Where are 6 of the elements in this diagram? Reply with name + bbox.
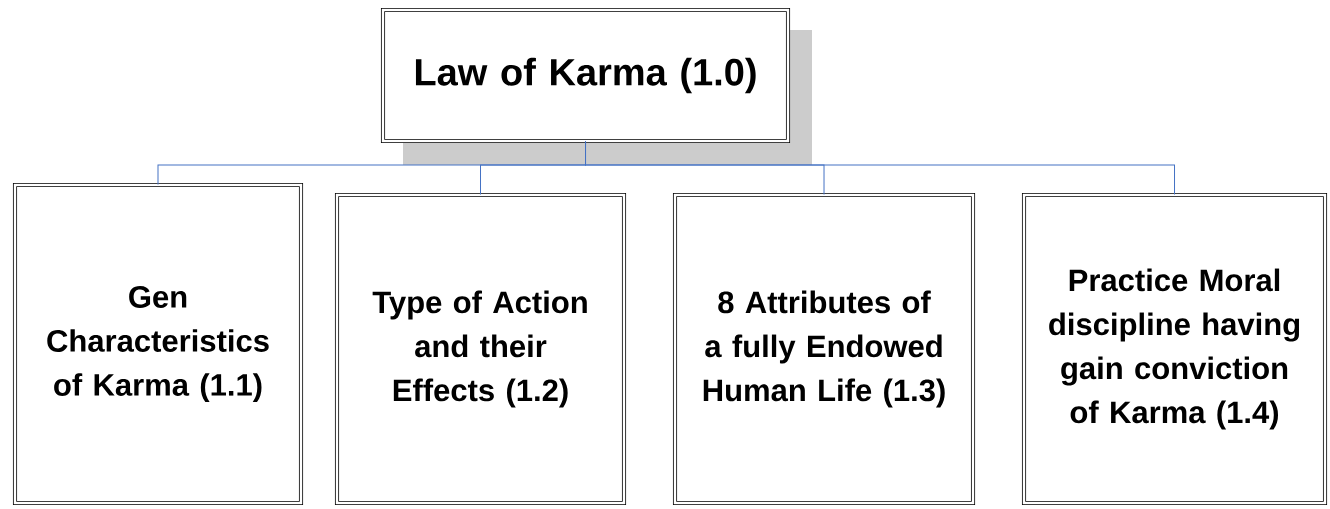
connector-line <box>585 140 1175 196</box>
topic-box: Gen Characteristics of Karma (1.1) <box>12 182 304 506</box>
topic-box: 8 Attributes of a fully Endowed Human Life (1.3) <box>672 192 976 506</box>
topic-box: Practice Moral discipline having gain conviction of Karma (1.4) <box>1021 192 1328 506</box>
title-box: Law of Karma (1.0) <box>380 7 791 144</box>
topic-box: Type of Action and their Effects (1.2) <box>334 192 627 506</box>
